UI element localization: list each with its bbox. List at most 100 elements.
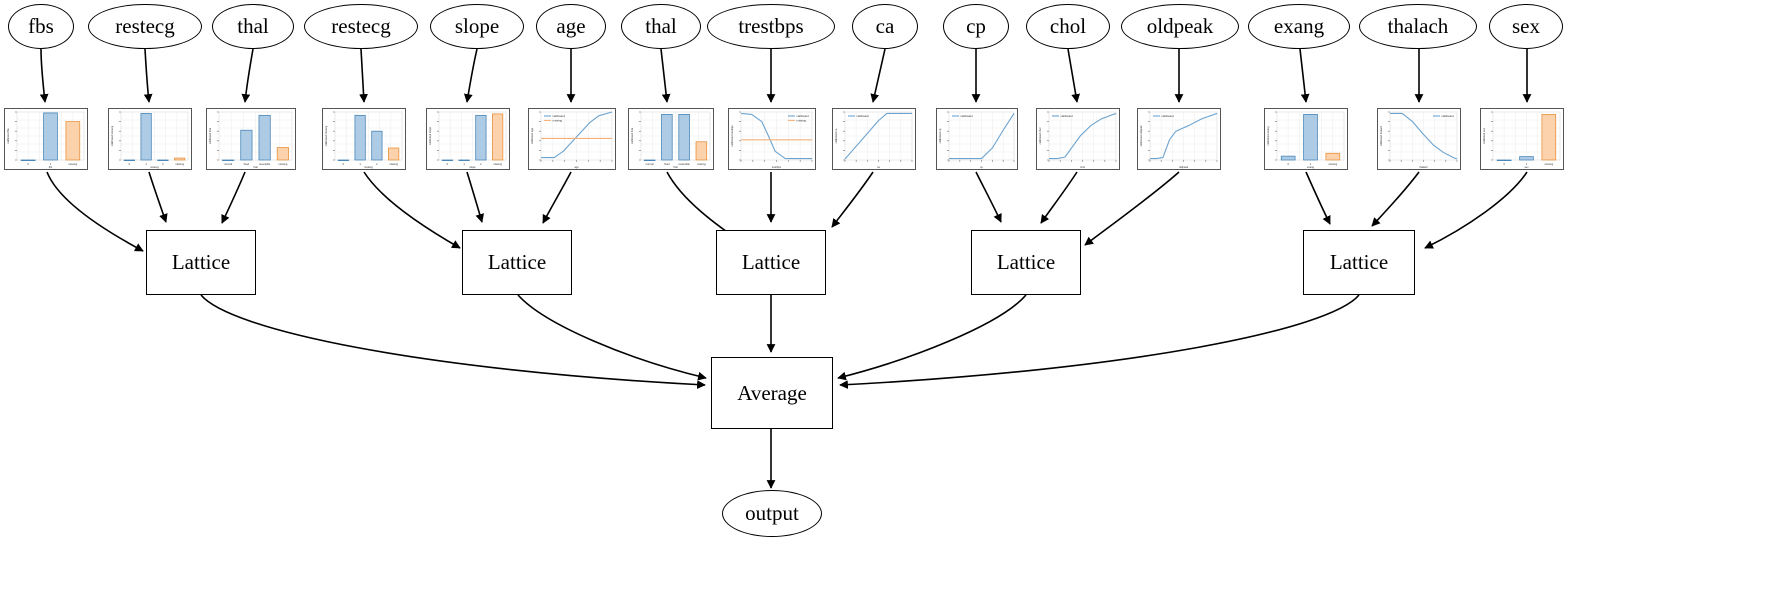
svg-text:calibrated: calibrated [857, 114, 870, 118]
feature-node-thal-1[interactable]: thal [212, 4, 294, 49]
svg-text:calibrated cp: calibrated cp [938, 128, 942, 143]
svg-text:missing: missing [278, 162, 287, 166]
output-label: output [745, 501, 799, 525]
feature-node-label: age [556, 14, 586, 38]
svg-text:exang: exang [1307, 166, 1315, 169]
feature-node-label: exang [1273, 14, 1325, 38]
svg-text:calibrated chol: calibrated chol [1038, 127, 1042, 144]
svg-text:0: 0 [343, 162, 345, 166]
feature-node-thalach[interactable]: thalach [1359, 4, 1477, 49]
svg-text:calibrated: calibrated [961, 114, 974, 118]
svg-text:cp: cp [980, 166, 983, 169]
feature-node-label: cp [966, 14, 986, 38]
svg-text:fixed: fixed [244, 162, 250, 166]
svg-text:reversible: reversible [679, 162, 691, 166]
svg-text:calibrated thal: calibrated thal [630, 128, 634, 145]
svg-text:1: 1 [1526, 162, 1528, 166]
feature-node-trestbps[interactable]: trestbps [707, 4, 835, 49]
lattice-label: Lattice [1329, 250, 1389, 274]
svg-text:fbs: fbs [49, 165, 53, 169]
svg-text:missing: missing [1544, 162, 1553, 166]
svg-text:1: 1 [463, 162, 465, 166]
svg-text:0: 0 [1287, 162, 1289, 166]
svg-text:chol: chol [1080, 165, 1085, 169]
svg-text:slope: slope [469, 165, 476, 169]
output-node[interactable]: output [722, 490, 822, 537]
svg-text:0: 0 [447, 162, 449, 166]
average-node[interactable]: Average [711, 357, 833, 429]
svg-text:2: 2 [162, 162, 164, 166]
svg-text:calibrated: calibrated [1442, 114, 1455, 118]
svg-text:oldpeak: oldpeak [1179, 165, 1189, 169]
feature-node-label: thalach [1387, 14, 1449, 38]
edges-node-to-plot [39, 48, 1532, 103]
svg-text:fixed: fixed [664, 162, 670, 166]
feature-node-sex[interactable]: sex [1489, 4, 1563, 49]
feature-node-restecg-1[interactable]: restecg [88, 4, 202, 49]
feature-node-label: trestbps [738, 14, 804, 38]
calibrator-plot-thal-2[interactable]: calibrated thal thal normal fixed reversible… [628, 108, 714, 170]
svg-text:1: 1 [50, 162, 52, 166]
feature-node-exang[interactable]: exang [1248, 4, 1350, 49]
svg-text:calibrated age: calibrated age [530, 127, 534, 144]
svg-text:reversible: reversible [259, 162, 271, 166]
svg-text:calibrated sex: calibrated sex [1482, 127, 1486, 144]
feature-node-oldpeak[interactable]: oldpeak [1121, 4, 1239, 49]
lattice-node-2[interactable]: Lattice [462, 230, 572, 295]
svg-text:normal: normal [646, 162, 654, 166]
feature-node-label: ca [875, 14, 895, 38]
svg-text:0: 0 [27, 162, 29, 166]
feature-node-restecg-2[interactable]: restecg [304, 4, 418, 49]
svg-text:calibrated: calibrated [553, 114, 566, 118]
feature-node-cp[interactable]: cp [943, 4, 1009, 49]
svg-text:calibrated thalach: calibrated thalach [1379, 125, 1383, 146]
feature-node-thal-2[interactable]: thal [621, 4, 701, 49]
feature-node-label: thal [645, 14, 677, 38]
calibrator-plot-cp[interactable]: calibrated cp cp calibrated [936, 108, 1018, 170]
feature-node-fbs[interactable]: fbs [8, 4, 74, 49]
svg-text:calibrated restecg: calibrated restecg [324, 125, 328, 146]
lattice-node-1[interactable]: Lattice [146, 230, 256, 295]
feature-node-slope[interactable]: slope [430, 4, 524, 49]
lattice-node-3[interactable]: Lattice [716, 230, 826, 295]
svg-text:calibrated exang: calibrated exang [1266, 126, 1270, 146]
svg-text:2: 2 [480, 162, 482, 166]
feature-node-label: restecg [331, 14, 391, 38]
feature-node-label: restecg [115, 14, 175, 38]
lattice-node-5[interactable]: Lattice [1303, 230, 1415, 295]
svg-text:calibrated: calibrated [797, 114, 810, 118]
svg-text:calibrated fbs: calibrated fbs [6, 128, 10, 144]
average-label: Average [737, 380, 807, 405]
lattice-label: Lattice [996, 250, 1056, 274]
feature-node-label: thal [237, 14, 269, 38]
svg-text:0: 0 [129, 162, 131, 166]
svg-text:0: 0 [1503, 162, 1505, 166]
feature-node-chol[interactable]: chol [1026, 4, 1110, 49]
feature-node-ca[interactable]: ca [852, 4, 918, 49]
lattice-label: Lattice [741, 250, 801, 274]
svg-text:thal: thal [673, 165, 678, 169]
svg-text:missing: missing [175, 162, 184, 166]
lattice-node-4[interactable]: Lattice [971, 230, 1081, 295]
lattice-label: Lattice [487, 250, 547, 274]
feature-node-age[interactable]: age [536, 4, 606, 49]
lattice-label: Lattice [171, 250, 231, 274]
svg-text:calibrated trestbps: calibrated trestbps [730, 125, 734, 147]
svg-text:calibrated thal: calibrated thal [208, 128, 212, 145]
svg-text:1: 1 [1310, 162, 1312, 166]
svg-text:missing: missing [493, 162, 502, 166]
